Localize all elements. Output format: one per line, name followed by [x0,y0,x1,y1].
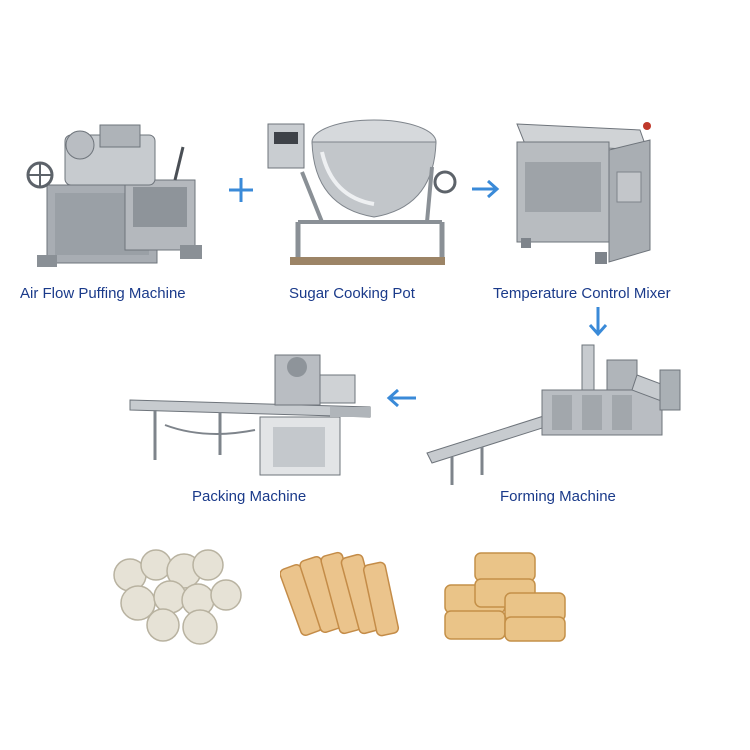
plus-icon [229,178,253,202]
arrow-down-icon [588,307,608,337]
step-label-packing-machine: Packing Machine [192,488,307,505]
sugar-cooking-pot-image [267,119,457,265]
temperature-control-mixer-image [516,122,651,264]
arrow-left-icon [386,388,416,408]
step-label-forming-machine: Forming Machine [500,488,616,505]
puffed-balls-product-image [113,549,242,645]
step-label-air-flow-puffing-machine: Air Flow Puffing Machine [20,285,186,302]
forming-machine-image [426,344,681,485]
air-flow-puffing-machine-image [26,124,202,267]
rice-cake-stack-product-image [444,552,566,642]
rice-bar-sticks-product-image [280,551,400,637]
arrow-right-icon [472,179,500,199]
step-label-sugar-cooking-pot: Sugar Cooking Pot [289,285,415,302]
step-label-temperature-control-mixer: Temperature Control Mixer [493,285,671,302]
packing-machine-image [129,354,371,476]
